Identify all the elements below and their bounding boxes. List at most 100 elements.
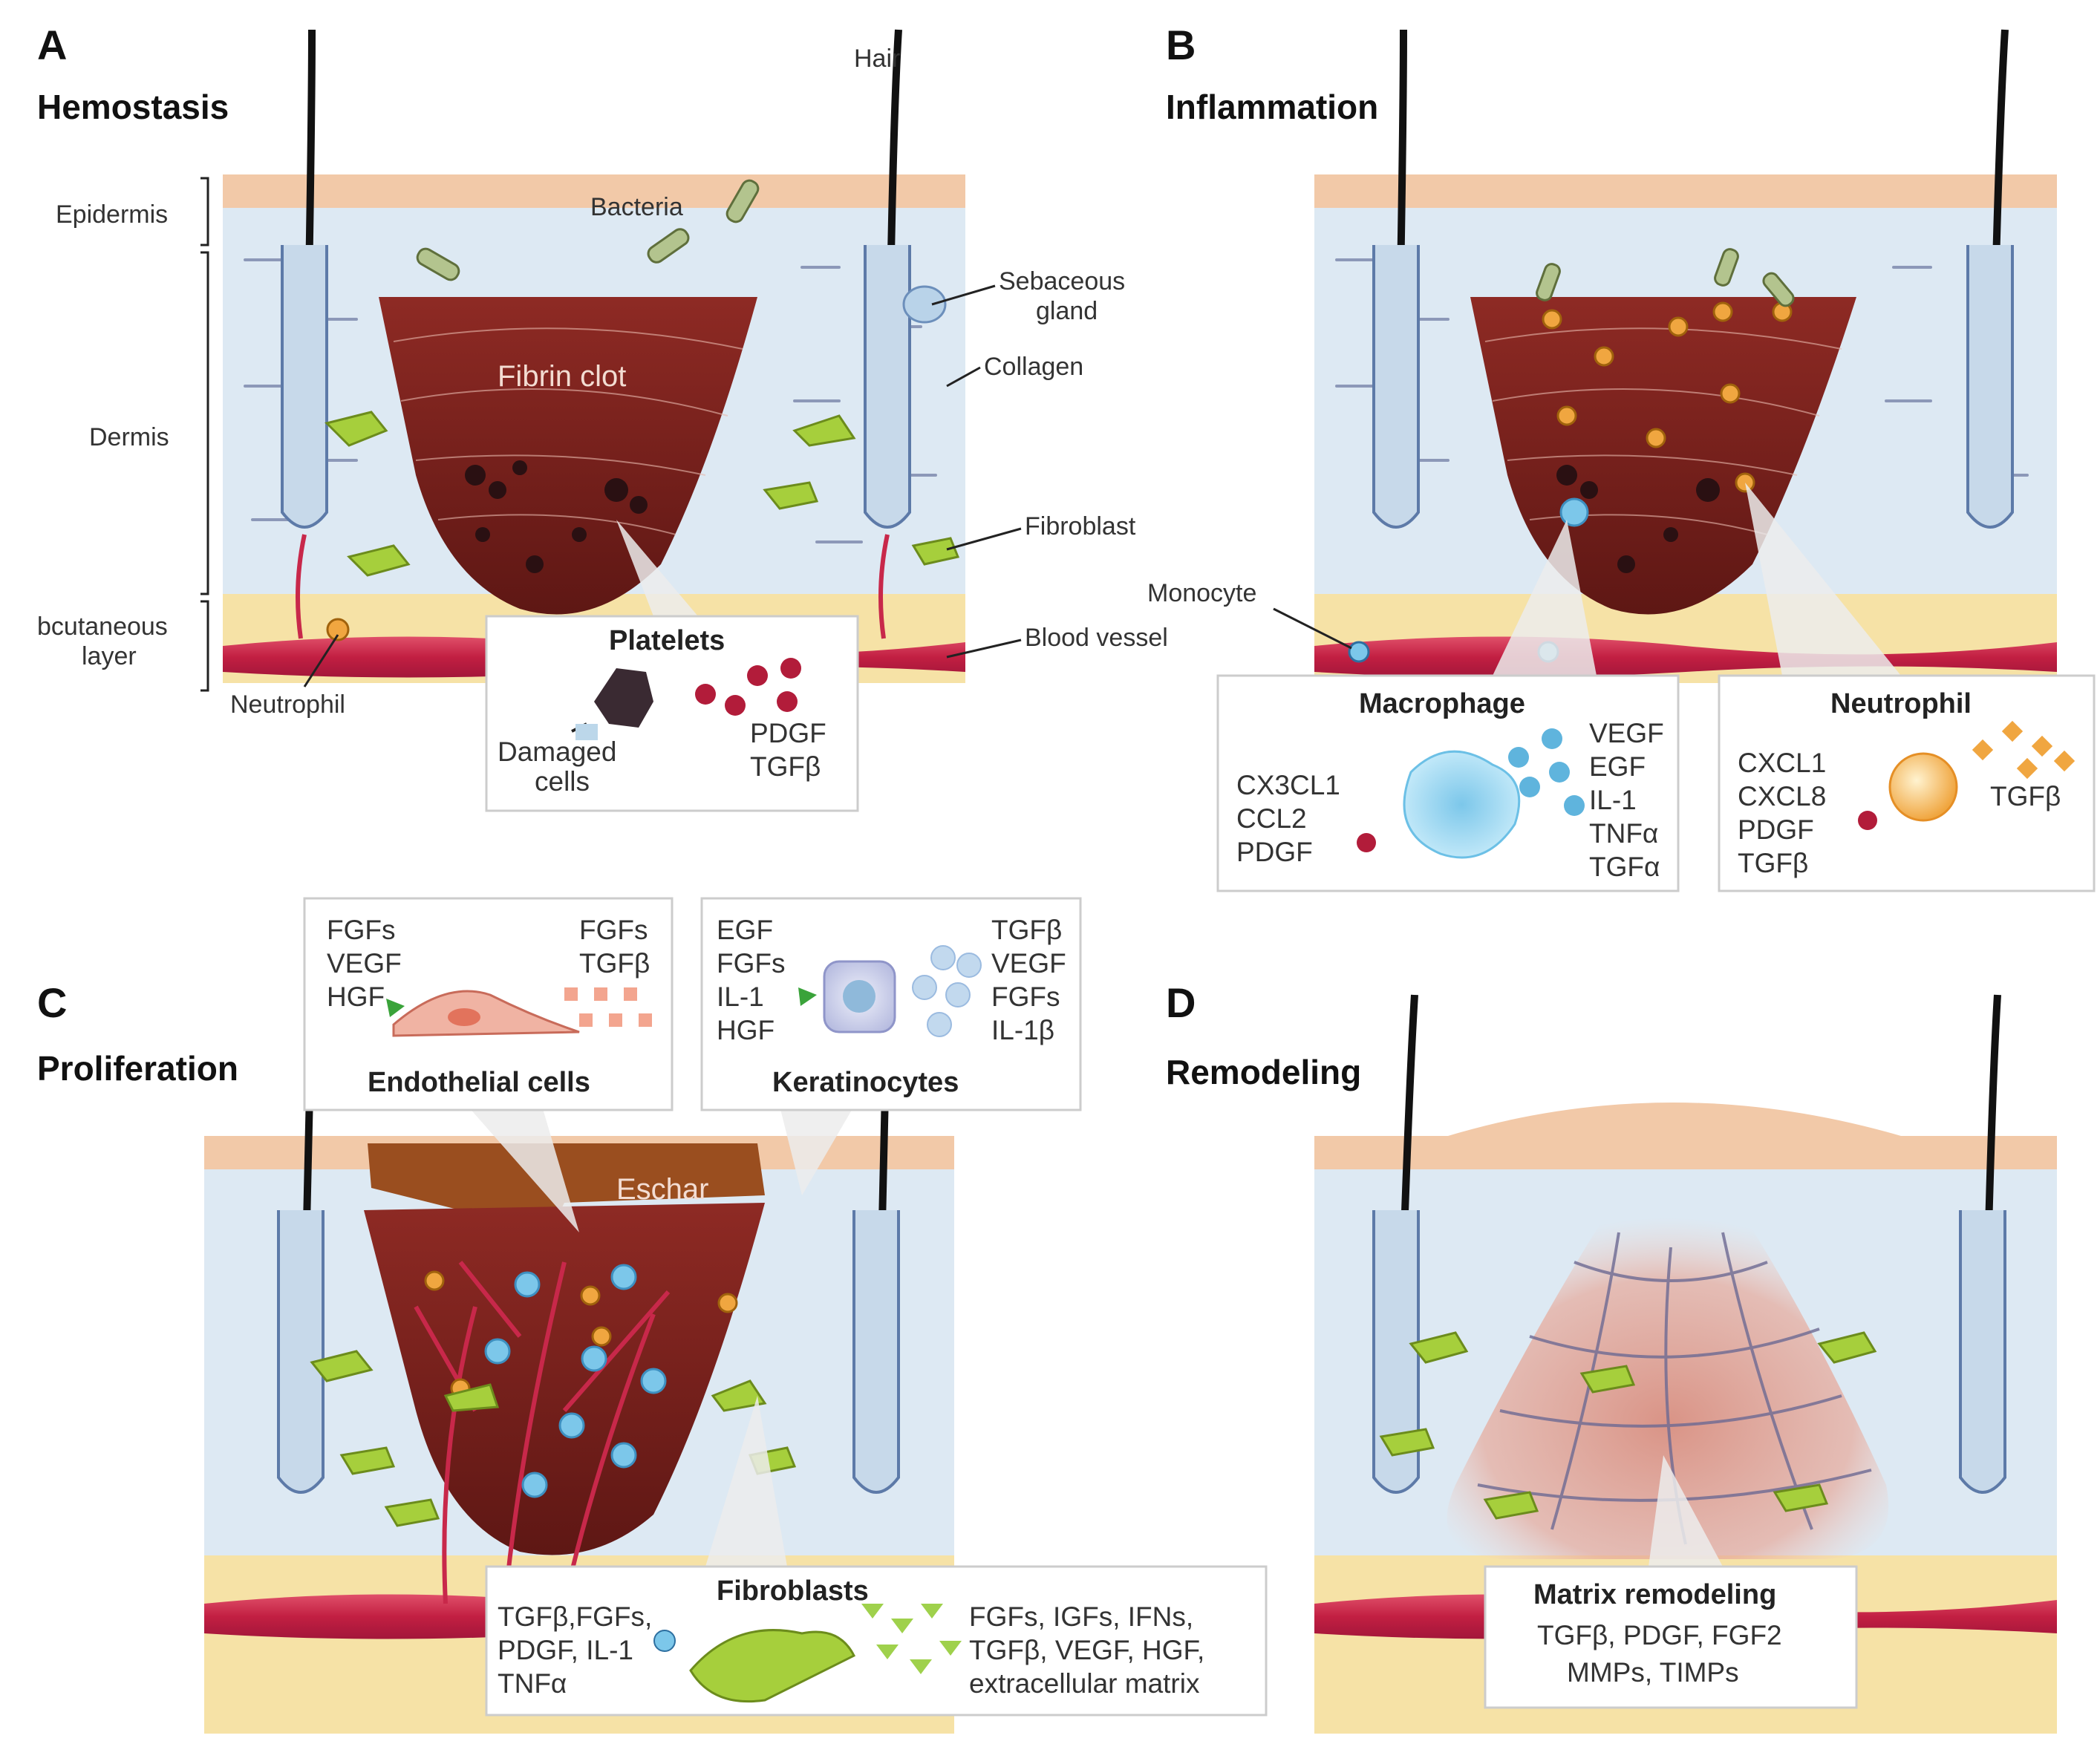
fibrin-strands-b: [1484, 327, 1842, 535]
neutrophil-title: Neutrophil: [1830, 688, 1972, 719]
matrix-callout-pointer: [1649, 1455, 1723, 1567]
macrophage-input-1: CX3CL1: [1236, 770, 1340, 800]
neutrophils-c: [424, 1270, 738, 1399]
ligand-icon-c1: [386, 999, 405, 1017]
hair-follicle-right-d: [1959, 994, 2006, 1494]
label-bacteria: Bacteria: [590, 193, 683, 221]
endothelial-title: Endothelial cells: [368, 1067, 590, 1098]
neutrophil-callout: Neutrophil CXCL1 CXCL8 PDGF TGFβ TGFβ: [1718, 483, 2096, 892]
macrophage-input-3: PDGF: [1236, 837, 1313, 867]
neutrophil-input-2: CXCL8: [1738, 781, 1826, 811]
ligand-icon-c3: [653, 1630, 676, 1652]
panel-letter-b: B: [1166, 22, 1196, 68]
platelets-box: [485, 615, 859, 812]
platelets-title: Platelets: [609, 625, 725, 656]
macrophage-cell-icon: [1403, 750, 1521, 859]
fibroblast-output-2: TGFβ, VEGF, HGF,: [969, 1635, 1204, 1665]
macrophages-c: [484, 1264, 667, 1498]
damaged-cells-1: Damaged: [498, 737, 616, 767]
macrophage-output-1: VEGF: [1589, 718, 1664, 748]
macrophage-cell-b: [1559, 497, 1589, 527]
fibroblasts-callout: Fibroblasts TGFβ,FGFs, PDGF, IL-1 TNFα F…: [485, 1396, 1268, 1717]
fibroblast-cell-icon: [689, 1629, 856, 1703]
platelets-callout-pointer: [616, 520, 698, 616]
keratinocyte-input-3: IL-1: [717, 982, 764, 1012]
keratinocyte-secretion-icon: [912, 945, 982, 1037]
panel-title-b: Inflammation: [1166, 88, 1378, 126]
panel-d: D Remodeling: [1166, 979, 2057, 1734]
fibroblast-input-2: PDGF, IL-1: [498, 1635, 633, 1665]
sebaceous-gland-a: [902, 285, 947, 324]
neutrophils-b: [1542, 301, 1793, 493]
macrophage-secretion-icon: [1508, 728, 1585, 816]
label-sebaceous-1: Sebaceous: [999, 267, 1125, 295]
hair-follicle-right-a: [864, 29, 947, 639]
endothelial-cell-icon: [392, 990, 580, 1037]
granulation-tissue-c: [364, 1203, 765, 1555]
ligand-icon-c2: [798, 987, 817, 1006]
label-dermis: Dermis: [89, 423, 169, 451]
endothelial-nucleus-icon: [448, 1008, 480, 1026]
matrix-remodeling-title: Matrix remodeling: [1533, 1579, 1776, 1610]
epidermis-bracket: [200, 177, 209, 246]
hair-follicle-right-b: [1966, 29, 2014, 529]
damaged-cells-2: cells: [535, 766, 590, 797]
hair-follicle-left-a: [281, 29, 328, 639]
dermis-bracket: [200, 251, 209, 595]
keratinocyte-input-4: HGF: [717, 1015, 775, 1045]
matrix-remodeling-callout: Matrix remodeling TGFβ, PDGF, FGF2 MMPs,…: [1484, 1455, 1858, 1709]
keratinocyte-input-1: EGF: [717, 915, 773, 945]
keratinocyte-input-2: FGFs: [717, 948, 785, 979]
platelets-callout: Platelets Damaged cells PDGF TGFβ: [485, 520, 859, 812]
endothelial-output-2: TGFβ: [579, 948, 650, 979]
label-hair: Hair: [854, 45, 900, 73]
endothelial-input-3: HGF: [327, 982, 385, 1012]
macrophage-output-4: TNFα: [1589, 818, 1658, 849]
panel-letter-c: C: [37, 979, 67, 1026]
keratinocytes-callout: EGF FGFs IL-1 HGF TGFβ VEGF FGFs IL-1β K…: [700, 897, 1082, 1195]
platelet-clusters-a: [465, 460, 648, 573]
neutrophil-leader: [303, 634, 339, 688]
keratinocyte-nucleus-icon: [843, 980, 875, 1013]
platelet-clusters-b: [1556, 465, 1720, 573]
panel-b: B Inflammation: [1147, 22, 2096, 892]
panel-letter-a: A: [37, 22, 67, 68]
panel-a: A Hemostasis: [37, 22, 1168, 812]
skin-layers-a: [223, 29, 965, 683]
neutrophil-input-4: TGFβ: [1738, 848, 1808, 878]
endothelial-input-1: FGFs: [327, 915, 395, 945]
scar-bulge: [1448, 1103, 1901, 1169]
endothelial-callout-pointer: [468, 1106, 579, 1232]
epidermis-surface-b: [1314, 174, 2057, 208]
keratinocyte-output-2: VEGF: [991, 948, 1066, 979]
damaged-cell-icon: [575, 724, 598, 740]
platelet-granules-icon: [695, 658, 801, 716]
endothelial-output-1: FGFs: [579, 915, 648, 945]
fibroblasts-d: [1379, 1331, 1877, 1520]
neutrophil-callout-pointer: [1745, 483, 1901, 676]
keratinocyte-output-1: TGFβ: [991, 915, 1062, 945]
neutrophil-cell-icon: [1888, 752, 1958, 822]
neutrophil-cell-a: [326, 618, 350, 641]
macrophage-title: Macrophage: [1359, 688, 1525, 719]
collagen-leader: [946, 366, 981, 388]
macrophage-callout-pointer: [1493, 520, 1597, 676]
bacteria-b: [1536, 248, 1795, 307]
fibroblast-input-3: TNFα: [498, 1668, 567, 1699]
fibroblasts-title: Fibroblasts: [717, 1575, 869, 1607]
hair-follicle-left-d: [1372, 994, 1420, 1494]
fibroblast-output-3: extracellular matrix: [969, 1668, 1200, 1699]
keratinocytes-title: Keratinocytes: [772, 1067, 959, 1098]
macrophage-output-5: TGFα: [1589, 852, 1660, 882]
bacteria-a: [416, 179, 760, 281]
fibrin-strands-a: [393, 327, 743, 535]
label-fibrin-clot: Fibrin clot: [498, 360, 626, 393]
label-collagen: Collagen: [984, 353, 1083, 381]
panel-c: C Proliferation: [37, 897, 1268, 1734]
ligand-icon-b2: [1858, 811, 1877, 830]
neutrophil-secretion-icon: [1972, 720, 2075, 780]
endothelial-callout: FGFs VEGF HGF FGFs TGFβ Endothelial cell…: [303, 897, 674, 1232]
panel-title-a: Hemostasis: [37, 88, 229, 126]
fibroblast-leader: [946, 527, 1022, 551]
